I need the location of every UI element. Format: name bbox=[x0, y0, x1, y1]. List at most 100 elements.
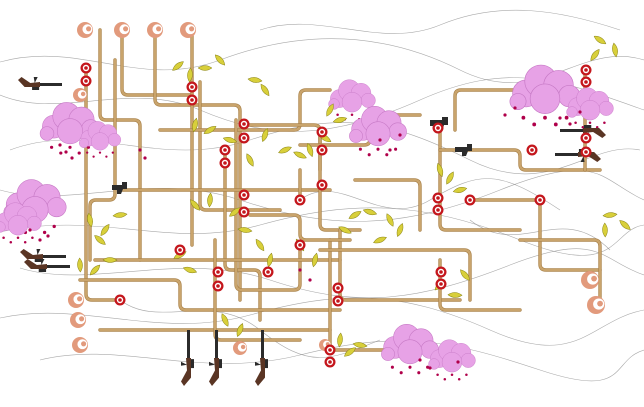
pipe-8 bbox=[223, 148, 262, 322]
rifle-scope bbox=[583, 125, 592, 128]
pipe-6 bbox=[198, 80, 282, 212]
leaf-17 bbox=[87, 212, 93, 228]
dot-18 bbox=[308, 278, 312, 282]
cloud-drop bbox=[465, 373, 468, 377]
pipe-3 bbox=[120, 28, 192, 97]
cloud-drop bbox=[399, 371, 403, 375]
rifle-stock bbox=[255, 358, 265, 386]
cloud-drop bbox=[59, 151, 63, 155]
rifle-scope bbox=[32, 87, 40, 90]
rifle-grip bbox=[33, 77, 38, 83]
pipe-1 bbox=[98, 28, 142, 262]
cloud-puff bbox=[566, 106, 578, 118]
cloud-drop bbox=[42, 230, 47, 235]
cloud-drop bbox=[426, 365, 430, 369]
target-node-3 bbox=[186, 94, 198, 106]
target-node-26 bbox=[580, 132, 592, 144]
node-core bbox=[223, 148, 227, 152]
target-node-24 bbox=[580, 64, 592, 76]
node-core bbox=[216, 270, 220, 274]
dot-1 bbox=[64, 150, 68, 154]
leaf-50 bbox=[352, 342, 368, 348]
pipe-16 bbox=[318, 128, 362, 232]
rifle-bottom-3 bbox=[255, 330, 268, 386]
target-node-25 bbox=[580, 76, 592, 88]
cloud-puff bbox=[0, 221, 6, 233]
spiral-0 bbox=[77, 22, 93, 38]
leaf-54 bbox=[182, 266, 198, 274]
rifle-scope bbox=[38, 269, 47, 272]
red-target-nodes bbox=[80, 62, 592, 368]
leaf-56 bbox=[236, 323, 244, 337]
pipe-edge-8 bbox=[223, 148, 262, 322]
pipe-edge-25 bbox=[353, 178, 422, 232]
cloud-puff bbox=[460, 352, 476, 368]
leaf-25 bbox=[207, 192, 213, 208]
pipe-26 bbox=[248, 213, 352, 242]
leaf-5 bbox=[260, 83, 270, 97]
pipe-4 bbox=[153, 28, 242, 302]
leaf-14 bbox=[326, 103, 334, 117]
pipe-24 bbox=[438, 258, 522, 312]
rifle-stock bbox=[20, 249, 43, 259]
leaf-39 bbox=[593, 35, 607, 45]
cloud-drop bbox=[532, 122, 537, 127]
target-node-0 bbox=[80, 62, 92, 74]
rifle-grip bbox=[36, 249, 41, 255]
thin-line-7 bbox=[39, 340, 644, 382]
cloud-drop bbox=[77, 151, 81, 155]
spiral-11 bbox=[587, 296, 605, 314]
cloud-puff bbox=[39, 126, 55, 141]
cloud-drop bbox=[376, 147, 380, 151]
target-node-32 bbox=[174, 244, 186, 256]
tan-pipe-network bbox=[78, 28, 602, 352]
rifle-grip bbox=[255, 361, 261, 366]
pipe-21 bbox=[438, 123, 522, 232]
cloud-drop bbox=[105, 155, 108, 158]
spiral-core bbox=[189, 26, 195, 32]
target-node-28 bbox=[526, 144, 538, 156]
leaf-21 bbox=[77, 257, 83, 273]
leaf-9 bbox=[246, 153, 254, 167]
leaf-28 bbox=[255, 238, 265, 252]
leaf-12 bbox=[293, 151, 307, 159]
spiral-ornaments bbox=[68, 22, 605, 355]
leaf-32 bbox=[386, 213, 394, 227]
cloud-drop bbox=[385, 153, 389, 157]
target-node-22 bbox=[435, 266, 447, 278]
cloud-puff bbox=[529, 83, 561, 114]
pipe-edge-19 bbox=[338, 228, 462, 302]
pipe-27 bbox=[453, 88, 522, 132]
cloud-drop bbox=[457, 378, 461, 381]
rifle-barrel bbox=[187, 330, 190, 361]
target-node-15 bbox=[238, 189, 250, 201]
leaf-3 bbox=[172, 61, 184, 71]
node-core bbox=[436, 208, 440, 212]
node-core bbox=[190, 98, 194, 102]
spiral-core bbox=[591, 275, 597, 282]
target-node-11 bbox=[432, 122, 444, 134]
rifle-silhouettes bbox=[18, 77, 606, 386]
cloud-drop bbox=[16, 236, 20, 240]
cloud-drop bbox=[417, 371, 421, 375]
spiral-1 bbox=[114, 22, 130, 38]
dot-16 bbox=[456, 360, 460, 364]
target-node-17 bbox=[262, 266, 274, 278]
spiral-core bbox=[79, 316, 85, 322]
cloud-drop bbox=[350, 113, 354, 117]
node-core bbox=[320, 183, 324, 187]
cloud-puff bbox=[349, 129, 363, 143]
rifle-bottom-2 bbox=[209, 330, 222, 386]
cloud-drop bbox=[394, 147, 398, 151]
node-core bbox=[242, 193, 246, 197]
cloud-drop bbox=[564, 115, 569, 120]
target-node-2 bbox=[186, 81, 198, 93]
cloud-puff bbox=[7, 215, 29, 236]
dot-0 bbox=[58, 143, 62, 147]
cloud-drop bbox=[603, 121, 606, 125]
rifle-stock bbox=[209, 358, 219, 386]
node-core bbox=[530, 148, 534, 152]
leaf-37 bbox=[446, 171, 454, 185]
pipe-7 bbox=[158, 88, 332, 132]
cloud-drop bbox=[358, 147, 362, 151]
